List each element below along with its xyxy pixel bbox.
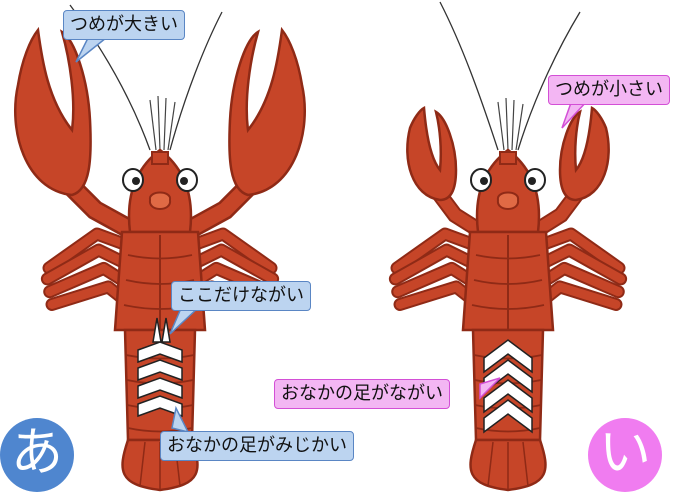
big-claw-label: つめが大きい (63, 10, 185, 40)
badge-a: あ (0, 418, 74, 492)
big-claw-right (185, 30, 305, 232)
long-swimmeret-label: ここだけながい (171, 281, 311, 311)
crayfish-a (15, 5, 305, 490)
long-swimmerets-label: おなかの足がながい (274, 379, 450, 409)
big-claw-left (15, 30, 135, 232)
small-claw-right (534, 108, 609, 232)
badge-i: い (588, 418, 662, 492)
small-claw-label: つめが小さい (548, 75, 670, 105)
small-claw-left (407, 108, 482, 232)
short-swimmeret-label: おなかの足がみじかい (160, 431, 354, 461)
